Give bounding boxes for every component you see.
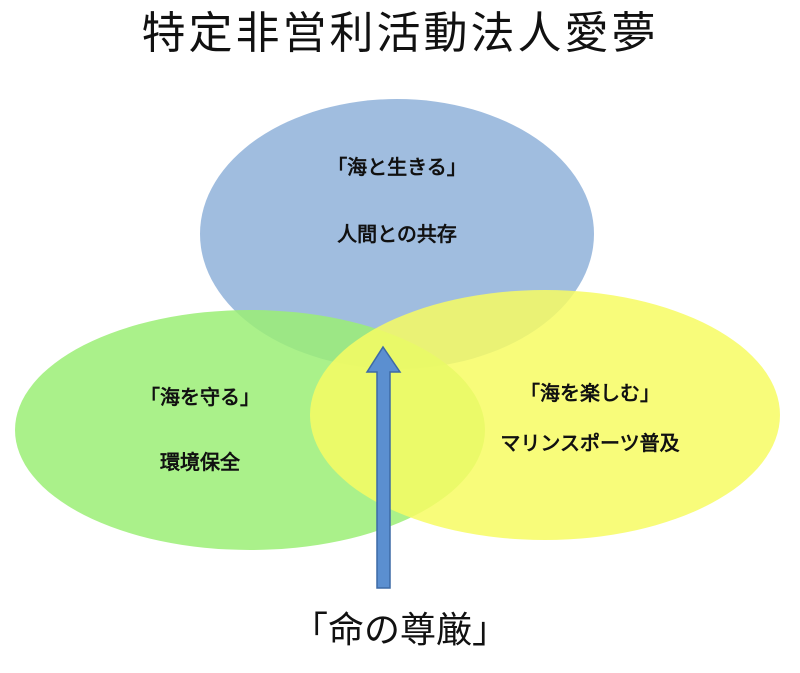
circle-top-subtitle: 人間との共存 [337,222,457,246]
center-arrow [365,345,402,589]
circle-right-subtitle: マリンスポーツ普及 [500,431,680,455]
page-title: 特定非営利活動法人愛夢 [141,8,659,59]
circle-right [310,290,780,540]
circle-left-heading: 「海を守る」 [140,385,260,409]
circle-top-heading: 「海と生きる」 [327,155,467,179]
circle-right-heading: 「海を楽しむ」 [520,381,660,405]
bottom-caption: 「命の尊厳」 [291,610,508,651]
circle-left-subtitle: 環境保全 [160,450,240,474]
